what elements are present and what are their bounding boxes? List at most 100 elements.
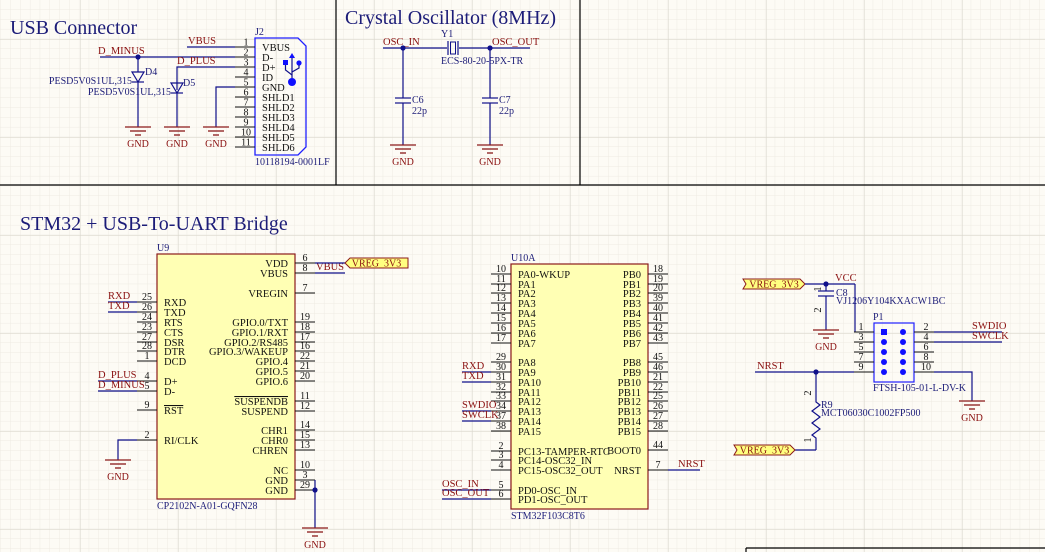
pin-number: 44	[653, 440, 663, 451]
pin-name: PB0	[623, 270, 641, 281]
net-label-osc-out: OSC_OUT	[492, 37, 540, 48]
pin-name: D+	[262, 63, 276, 74]
pin-name: VBUS	[262, 43, 290, 54]
ground-label: GND	[392, 157, 414, 168]
pin-name: VDD	[265, 259, 288, 270]
pin-number: 6	[303, 253, 308, 264]
section-title-crystal: Crystal Oscillator (8MHz)	[345, 7, 556, 29]
pin-name: DCD	[164, 357, 187, 368]
pin-name: CHR1	[261, 426, 288, 437]
ground-label: GND	[479, 157, 501, 168]
usb-connector-j2	[254, 37, 307, 156]
pin-number: 5	[859, 342, 864, 353]
pin-name: PA2	[518, 289, 536, 300]
pin-number: 17	[300, 332, 310, 343]
wire	[934, 371, 973, 401]
pin-name: GND	[265, 486, 288, 497]
power-port-vreg-3v3	[742, 278, 806, 290]
header-pin	[881, 339, 887, 345]
ground-label: GND	[815, 342, 837, 353]
pin-name: PA5	[518, 319, 536, 330]
pin-name: PC14-OSC32_IN	[518, 456, 593, 467]
net-label-txd: TXD	[462, 371, 484, 382]
diode-symbol	[130, 71, 146, 84]
net-label-osc-out: OSC_OUT	[442, 488, 490, 499]
net-label-d-plus: D_PLUS	[177, 56, 216, 67]
pin-name: PB13	[618, 407, 641, 418]
pin-number: 20	[300, 371, 310, 382]
pin-number: 30	[496, 362, 506, 373]
pin-name: SHLD3	[262, 113, 295, 124]
net-label-osc-in: OSC_IN	[383, 37, 420, 48]
pin-name: PC15-OSC32_OUT	[518, 466, 603, 477]
c6-value: 22p	[412, 106, 427, 117]
pin-name: PB5	[623, 319, 641, 330]
power-port-label: VREG_3V3	[749, 280, 798, 291]
pin-number: 14	[496, 303, 506, 314]
pin-name: PA4	[518, 309, 536, 320]
net-label-txd: TXD	[108, 301, 130, 312]
p1-ref: P1	[873, 312, 884, 323]
pin-number: 24	[142, 312, 152, 323]
pin-number: 1	[244, 38, 249, 49]
net-label-vcc: VCC	[835, 273, 857, 284]
pin-number: 28	[142, 341, 152, 352]
crystal-y1	[450, 41, 456, 55]
p1-part-number: FTSH-105-01-L-DV-K	[873, 383, 967, 394]
pin-number: 2	[499, 441, 504, 452]
pin-number: 9	[859, 362, 864, 373]
pin-number: 5	[499, 480, 504, 491]
pin-number: 2	[924, 322, 929, 333]
net-label-rxd: RXD	[108, 291, 131, 302]
c8-ref: C8	[836, 288, 848, 299]
pin-name: CHREN	[252, 446, 288, 457]
pin-number: 11	[241, 138, 251, 149]
ground-label: GND	[961, 413, 983, 424]
pin-number: 19	[300, 312, 310, 323]
pin-number: 37	[496, 411, 506, 422]
pin-number: 8	[244, 108, 249, 119]
net-label-swclk: SWCLK	[972, 331, 1009, 342]
pin-number: 4	[145, 371, 150, 382]
usb-icon	[296, 60, 302, 66]
pin-name: PA0-WKUP	[518, 270, 570, 281]
pin-number: 18	[653, 264, 663, 275]
pin-number: 10	[300, 460, 310, 471]
u9-body	[156, 253, 296, 500]
pin-number: 3	[859, 332, 864, 343]
pin-name: CTS	[164, 328, 183, 339]
header-pin-1	[881, 329, 887, 335]
net-label-vbus: VBUS	[316, 262, 344, 273]
ground-label: GND	[127, 139, 149, 150]
net-label-swdio: SWDIO	[972, 321, 1007, 332]
pin-name: GPIO.6	[256, 377, 288, 388]
pin-number: 34	[496, 401, 506, 412]
pin-name: PB14	[618, 417, 642, 428]
c8-part-number: VJ1206Y104KXACW1BC	[836, 296, 946, 307]
pin-number: 16	[496, 323, 506, 334]
header-pin	[881, 369, 887, 375]
usb-icon	[289, 53, 295, 58]
pin-number: 4	[244, 68, 249, 79]
pin-name: GPIO.3/WAKEUP	[209, 347, 288, 358]
u10a-ref: U10A	[511, 253, 536, 264]
pin-name: SHLD4	[262, 123, 295, 134]
pin-name: PB12	[618, 397, 641, 408]
net-label-d-plus: D_PLUS	[98, 370, 137, 381]
pin-number: 7	[244, 98, 249, 109]
pin-number: 8	[924, 352, 929, 363]
pin-name: PB3	[623, 299, 641, 310]
u9-ref: U9	[157, 243, 169, 254]
pin-number: 11	[496, 274, 506, 285]
pin-name: PB6	[623, 329, 641, 340]
pin-number: 29	[496, 352, 506, 363]
pin-name: GND	[265, 476, 288, 487]
pin-name: SUSPEND	[241, 407, 288, 418]
pin-number: 38	[496, 421, 506, 432]
ground-label: GND	[304, 540, 326, 551]
pin-number: 10	[921, 362, 931, 373]
pin-number: 7	[656, 460, 661, 471]
net-label-rxd: RXD	[462, 361, 485, 372]
pin-name: PA3	[518, 299, 536, 310]
pin-name: RTS	[164, 318, 183, 329]
